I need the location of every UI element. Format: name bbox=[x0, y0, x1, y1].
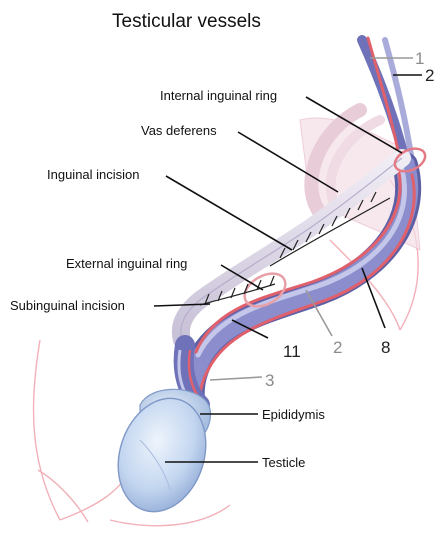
diagram-title: Testicular vessels bbox=[112, 11, 261, 32]
label-testicle: Testicle bbox=[262, 455, 305, 470]
label-subinguinal-incision: Subinguinal incision bbox=[10, 298, 125, 313]
label-epididymis: Epididymis bbox=[262, 407, 325, 422]
label-inguinal-incision: Inguinal incision bbox=[47, 167, 140, 182]
callout-8: 8 bbox=[381, 338, 390, 357]
label-external-inguinal-ring: External inguinal ring bbox=[66, 256, 187, 271]
label-vas-deferens: Vas deferens bbox=[141, 123, 217, 138]
label-internal-inguinal-ring: Internal inguinal ring bbox=[160, 88, 277, 103]
callout-2-top: 2 bbox=[425, 66, 434, 85]
callout-1: 1 bbox=[415, 49, 424, 68]
callout-11: 11 bbox=[283, 342, 301, 361]
skin-outline bbox=[33, 180, 418, 526]
callout-2-mid: 2 bbox=[333, 338, 342, 357]
callout-3: 3 bbox=[265, 371, 274, 390]
